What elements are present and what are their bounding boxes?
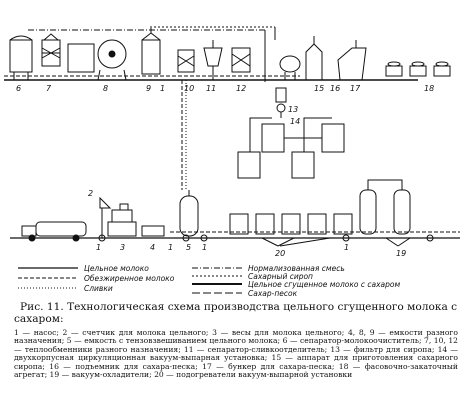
legend: Цельное молоко Обезжиренное молоко Сливк… [84,264,400,298]
tank-8 [67,39,127,81]
heat-exchanger-7 [41,33,61,67]
legend-skim-milk: Обезжиренное молоко [84,274,175,283]
legend-lines [18,267,242,294]
label-12: 12 [236,84,246,93]
legend-sugar-syrup: Сахарный сироп [248,272,313,281]
sugar-elevator-16 [305,36,323,80]
label-16: 16 [330,84,340,93]
figure-caption: Рис. 11. Технологическая схема производс… [14,301,458,380]
label-10: 10 [184,84,194,93]
equipment-numbers: 6 7 8 9 1 10 11 12 13 15 16 17 18 14 2 1… [16,84,434,258]
label-1-bottom: 1 [96,243,101,252]
separator-11 [203,40,223,80]
legend-cream: Сливки [84,284,113,293]
label-14: 14 [290,117,300,126]
heaters-20 [229,213,353,235]
label-1-top: 1 [160,84,165,93]
sugar-hopper-17 [337,40,367,81]
legend-sugar: Сахар-песок [248,289,298,298]
legend-condensed-milk: Цельное сгущенное молоко с сахаром [248,280,400,289]
vacuum-coolers-19 [359,179,411,235]
weighing-tank-5 [179,190,199,237]
label-13: 13 [288,105,298,114]
label-2: 2 [88,189,93,198]
process-flow-diagram: 6 7 8 9 1 10 11 12 13 15 16 17 18 14 2 1… [4,26,460,298]
milk-truck [21,221,87,242]
label-1-b3: 1 [202,243,207,252]
milk-scales-3 [107,203,137,237]
label-18: 18 [424,84,434,93]
label-15: 15 [314,84,324,93]
caption-legend-text: 1 — насос; 2 — счетчик для молока цельно… [14,327,458,380]
container-4 [141,225,165,237]
label-17: 17 [350,84,361,93]
caption-title: Рис. 11. Технологическая схема производс… [14,301,458,325]
filling-machines-18 [385,61,451,77]
milk-counter-2 [99,196,112,238]
label-19: 19 [396,249,406,258]
label-8: 8 [103,84,108,93]
label-7: 7 [46,84,52,93]
label-1-b4: 1 [344,243,349,252]
label-3: 3 [120,243,125,252]
heat-exchanger-10 [177,49,195,73]
vessel-9 [141,28,161,75]
label-9: 9 [146,84,151,93]
label-11: 11 [206,84,216,93]
label-1-b2: 1 [168,243,173,252]
legend-normalized-mix: Нормализованная смесь [248,264,345,273]
filter-13 [275,87,287,113]
vacuum-evaporator-14 [237,112,345,179]
legend-whole-milk: Цельное молоко [84,264,149,273]
heat-exchanger-12 [231,47,251,73]
syrup-apparatus-15 [279,55,301,80]
tank-6 [9,35,33,80]
label-6: 6 [16,84,21,93]
label-20: 20 [275,249,285,258]
label-4: 4 [150,243,155,252]
label-5: 5 [186,243,191,252]
